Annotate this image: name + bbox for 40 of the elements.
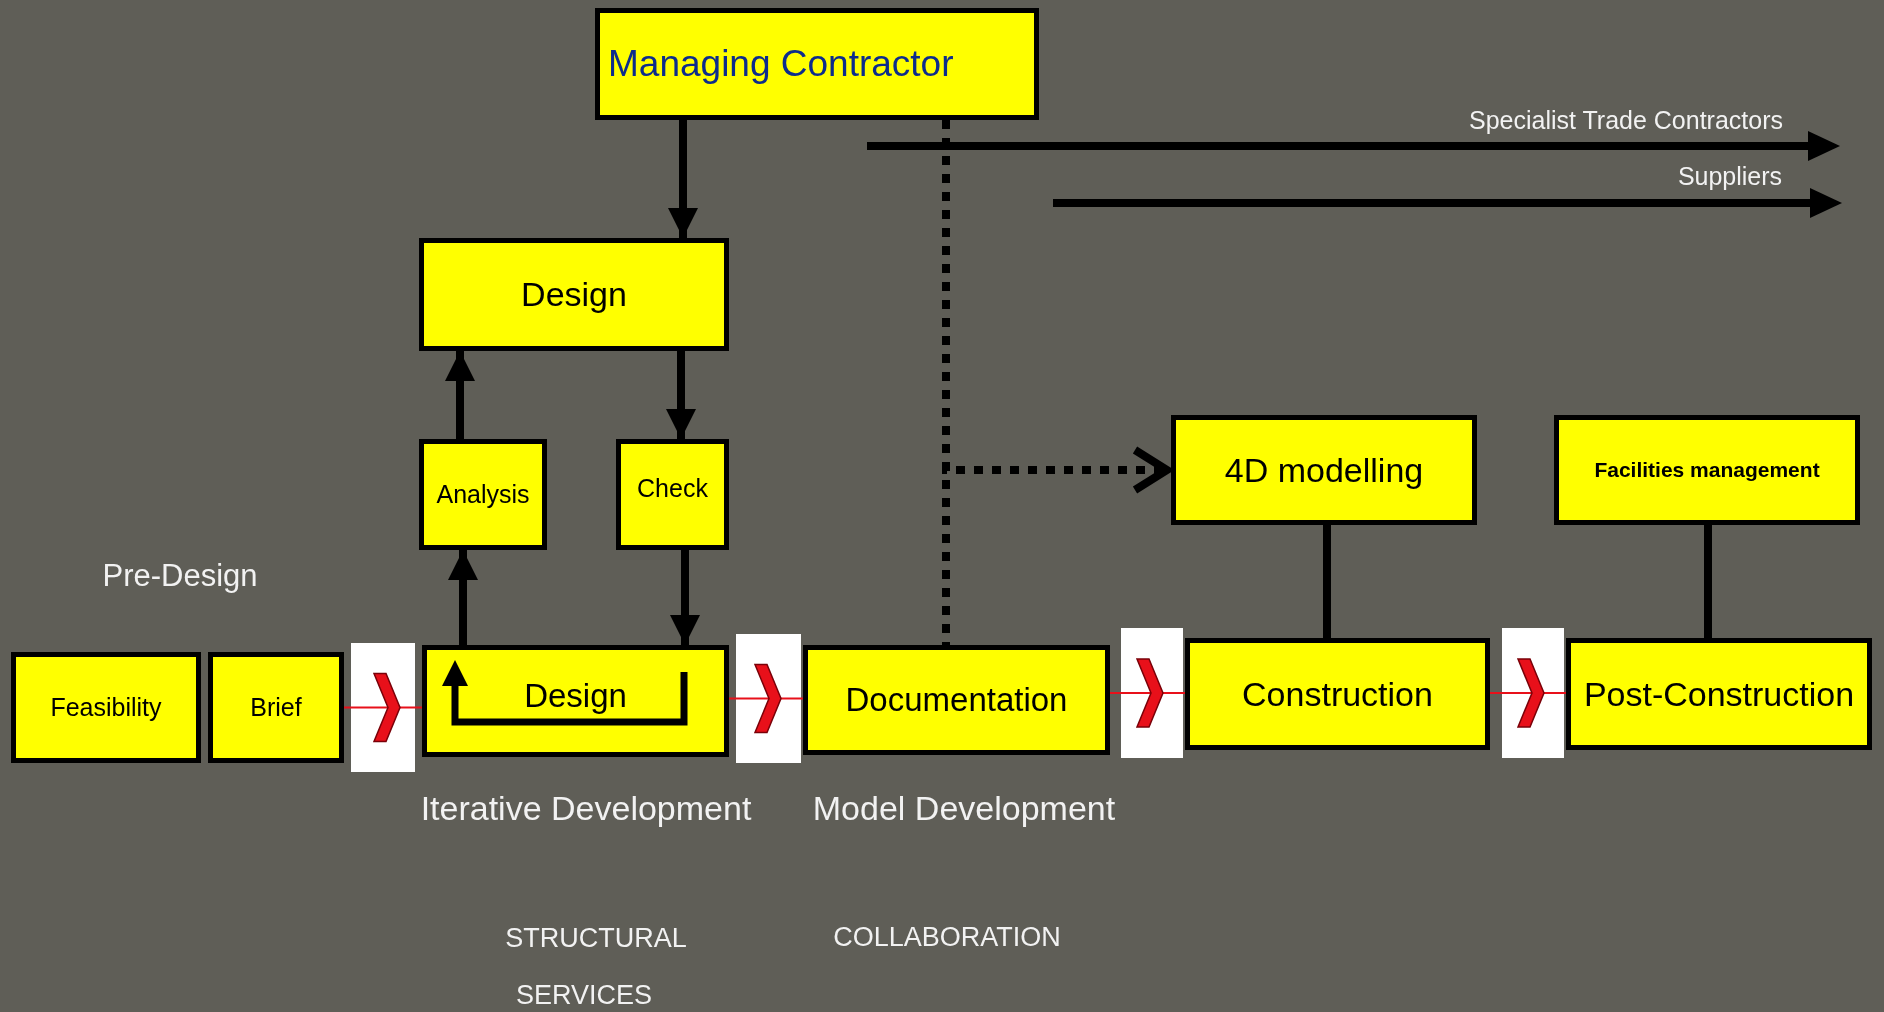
box-label: Post-Construction: [1583, 674, 1855, 714]
box-label: Documentation: [845, 681, 1068, 719]
box-label: Brief: [250, 693, 302, 722]
process-box: [422, 645, 729, 757]
process-box: [616, 439, 729, 550]
process-box: [1185, 638, 1490, 750]
process-box: [595, 8, 1039, 120]
box-label: Managing Contractor: [608, 43, 954, 85]
process-box: [1171, 415, 1477, 525]
arrow: [445, 351, 475, 439]
box-label: Construction: [1242, 674, 1433, 714]
caption-text: SERVICES: [515, 979, 653, 1011]
process-box: [1554, 415, 1860, 525]
box-label: 4D modelling: [1224, 450, 1424, 490]
caption-text: Suppliers: [1677, 161, 1783, 191]
arrow: [448, 550, 478, 645]
arrow: [666, 351, 696, 439]
process-box: [1566, 638, 1872, 750]
caption-text: Iterative Development: [420, 788, 752, 828]
caption-text: COLLABORATION: [833, 921, 1061, 953]
caption-text: Specialist Trade Contractors: [1469, 105, 1783, 135]
process-box: [208, 652, 344, 763]
caption-text: STRUCTURAL: [505, 922, 687, 954]
box-label: Analysis: [436, 480, 530, 509]
caption-text: Model Development: [812, 788, 1116, 828]
box-label: Check: [637, 474, 708, 503]
box-label: Facilities management: [1594, 458, 1820, 482]
arrow: [668, 120, 698, 238]
connector-line: [1704, 525, 1712, 638]
box-label: Design: [524, 677, 627, 715]
connector-line: [1323, 525, 1331, 638]
process-box: [419, 439, 547, 550]
arrow: [670, 550, 700, 645]
arrow: [942, 120, 1171, 494]
process-box: [419, 238, 729, 351]
process-box: [11, 652, 201, 763]
box-label: Feasibility: [50, 693, 162, 722]
box-label: Design: [521, 275, 627, 314]
process-box: [803, 645, 1110, 755]
caption-text: Pre-Design: [102, 558, 258, 594]
